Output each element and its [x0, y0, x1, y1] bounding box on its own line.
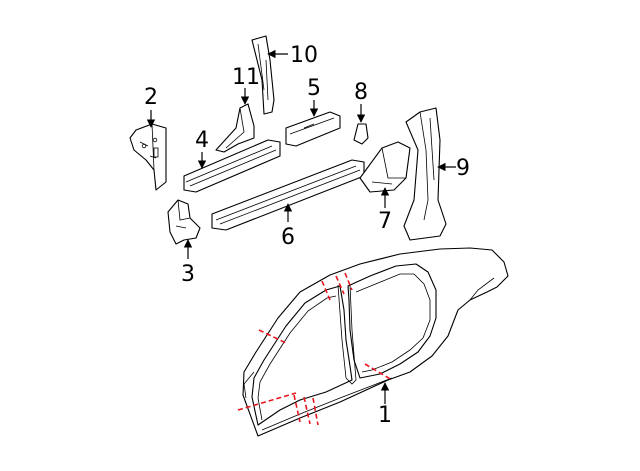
- callout-8: 8: [354, 80, 368, 105]
- part-9-center-pillar: [403, 107, 447, 241]
- part-3-pillar-bracket: [167, 199, 201, 245]
- callout-11: 11: [232, 65, 260, 90]
- part-1-side-panel: [242, 247, 509, 437]
- part-2-hinge-pillar: [129, 123, 167, 191]
- cut-lines: [237, 272, 393, 426]
- callout-4: 4: [195, 128, 209, 153]
- callout-1: 1: [378, 403, 392, 428]
- part-8-small-bracket: [353, 123, 369, 145]
- callout-9: 9: [456, 156, 470, 181]
- callout-7: 7: [378, 209, 392, 234]
- callout-6: 6: [281, 225, 295, 250]
- part-11-pillar-reinforcement: [215, 103, 255, 153]
- callout-5: 5: [307, 76, 321, 101]
- part-5-reinforcement: [285, 111, 341, 147]
- callout-3: 3: [181, 262, 195, 287]
- callout-2: 2: [144, 85, 158, 110]
- callout-10: 10: [290, 43, 318, 68]
- part-7-rear-bracket: [359, 141, 411, 193]
- leader-lines: [146, 49, 456, 404]
- part-4-upper-rail: [183, 139, 281, 193]
